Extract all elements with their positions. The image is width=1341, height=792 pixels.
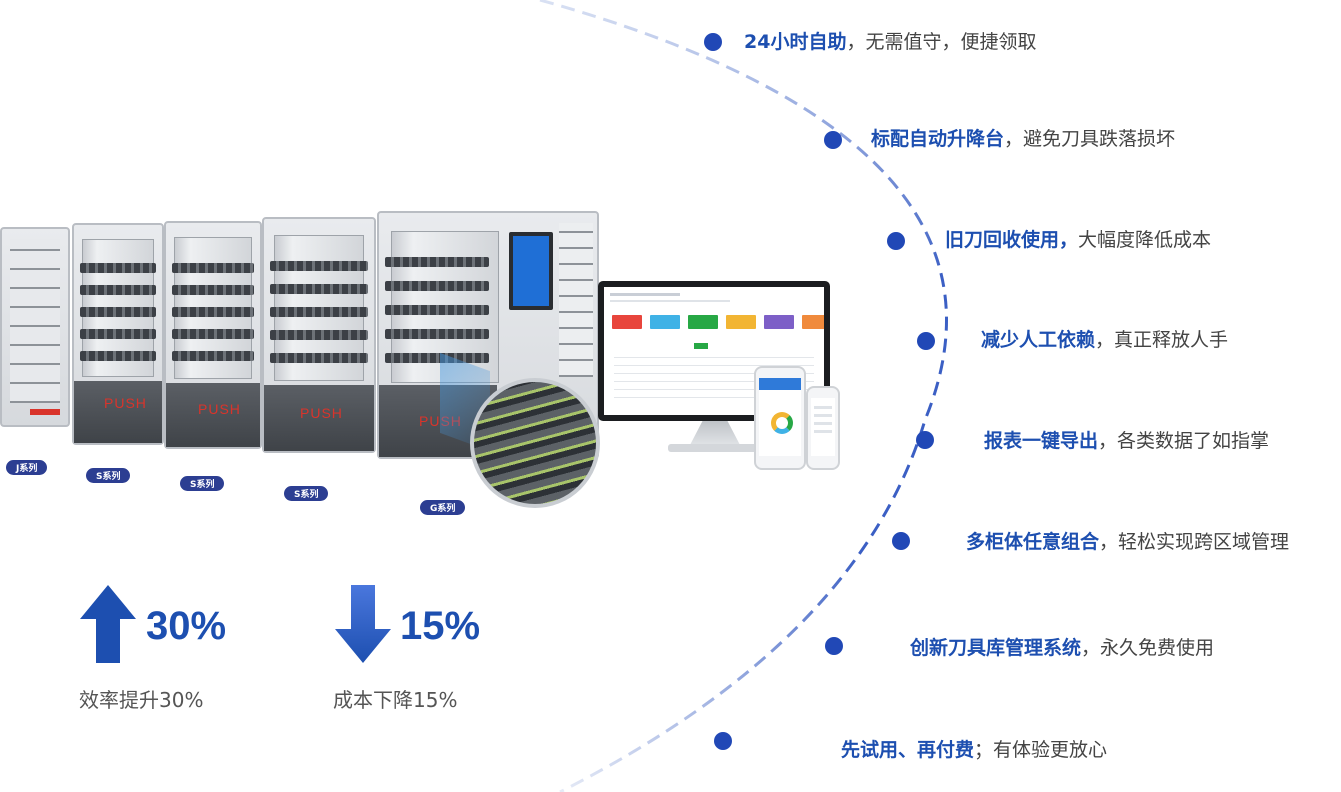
push-label: PUSH [198, 401, 241, 417]
feature-highlight: 先试用、再付费 [841, 739, 975, 761]
cabinet-s: PUSH [72, 223, 164, 445]
feature-highlight: 多柜体任意组合 [966, 531, 1100, 553]
timeline-dot [916, 431, 934, 449]
feature-item: 先试用、再付费；有体验更放心 [841, 738, 1107, 762]
timeline-dot [887, 232, 905, 250]
timeline-dot [917, 332, 935, 350]
feature-text: ，无需值守，便捷领取 [846, 31, 1037, 53]
feature-item: 减少人工依赖，真正释放人手 [981, 328, 1228, 352]
feature-highlight: 减少人工依赖 [981, 329, 1096, 351]
feature-text: ，各类数据了如指掌 [1098, 430, 1270, 452]
feature-text: ，真正释放人手 [1095, 329, 1229, 351]
series-badge: S系列 [86, 468, 131, 483]
timeline-dots [704, 33, 935, 750]
timeline-dot [892, 532, 910, 550]
timeline-dot [825, 637, 843, 655]
phone-image [806, 386, 840, 470]
vending-machines-image: PUSH PUSH PUSH PUSH J系列 S系列 S系列 S系列 G系列 [0, 205, 600, 515]
cost-value: 15% [400, 604, 481, 648]
timeline-dot [704, 33, 722, 51]
feature-highlight: 标配自动升降台 [871, 128, 1005, 150]
series-badge: J系列 [6, 460, 48, 475]
feature-item: 报表一键导出，各类数据了如指掌 [984, 429, 1269, 453]
touch-screen [509, 232, 553, 310]
feature-item: 旧刀回收使用，大幅度降低成本 [945, 228, 1211, 252]
monitor-foot [668, 444, 760, 452]
feature-item: 创新刀具库管理系统，永久免费使用 [910, 636, 1214, 660]
cabinet-s: PUSH [262, 217, 376, 453]
feature-text: ，轻松实现跨区域管理 [1099, 531, 1290, 553]
push-label: PUSH [300, 405, 343, 421]
feature-item: 标配自动升降台，避免刀具跌落损坏 [871, 127, 1175, 151]
tool-closeup-image [470, 378, 600, 508]
arrow-up-icon [80, 585, 136, 663]
feature-highlight: 24小时自助 [744, 31, 847, 53]
push-label: PUSH [104, 395, 147, 411]
efficiency-value: 30% [146, 604, 227, 648]
feature-item: 24小时自助，无需值守，便捷领取 [744, 30, 1036, 54]
cost-label: 成本下降15% [333, 688, 458, 712]
series-badge: G系列 [420, 500, 466, 515]
feature-highlight: 创新刀具库管理系统 [910, 637, 1082, 659]
feature-text: 大幅度降低成本 [1078, 229, 1212, 251]
feature-highlight: 旧刀回收使用， [945, 229, 1079, 251]
feature-text: ；有体验更放心 [974, 739, 1108, 761]
cabinet-j [0, 227, 70, 427]
timeline-dot [714, 732, 732, 750]
efficiency-label: 效率提升30% [79, 688, 204, 712]
timeline-dot [824, 131, 842, 149]
series-badge: S系列 [180, 476, 225, 491]
series-badge: S系列 [284, 486, 329, 501]
feature-text: ，永久免费使用 [1081, 637, 1215, 659]
feature-text: ，避免刀具跌落损坏 [1004, 128, 1176, 150]
arrow-down-icon [335, 585, 391, 663]
feature-highlight: 报表一键导出 [984, 430, 1099, 452]
cabinet-s: PUSH [164, 221, 262, 449]
feature-item: 多柜体任意组合，轻松实现跨区域管理 [966, 530, 1289, 554]
phone-image [754, 366, 806, 470]
